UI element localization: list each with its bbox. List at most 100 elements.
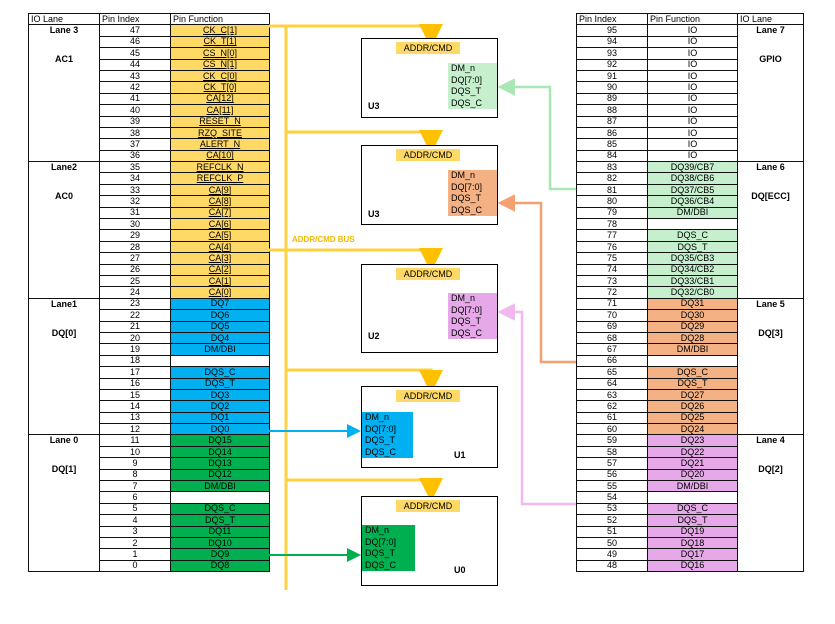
table-row: 45 CS_N[0] (29, 47, 270, 60)
column-header: IO Lane (28, 12, 100, 26)
pin-function-label: DQ11 (208, 526, 232, 537)
lane-group: AC1 (54, 54, 73, 65)
chip-u3-top: ADDR/CMD DM_n DQ[7:0] DQS_T DQS_C U3 (361, 38, 498, 118)
pin-function: DQS_T (170, 514, 270, 527)
pin-function-label: CA[0] (208, 287, 232, 298)
chip-name: U0 (454, 565, 466, 575)
pin-dqs-c: DQS_C (365, 446, 397, 457)
lane-name: Lane 0 (49, 435, 79, 446)
chip-name: U2 (368, 331, 380, 341)
pin-function-label: DQS_C (204, 503, 236, 514)
lane-name: Lane1 (50, 298, 77, 309)
pin-function-label: DQ3 (210, 389, 230, 400)
pin-function: IO (647, 47, 738, 60)
pin-function-label: CA[8] (208, 195, 232, 206)
pin-function: CA[12] (170, 92, 270, 106)
column-header: IO Lane (737, 12, 804, 26)
addr-cmd-label: ADDR/CMD (396, 149, 460, 161)
pin-function-label: DQS_T (204, 514, 235, 525)
pin-function-label: DQS_T (204, 378, 235, 389)
pin-function: REFCLK_P (170, 172, 270, 185)
pin-dqs-t: DQS_T (365, 548, 396, 558)
pin-function: DQ18 (647, 536, 738, 550)
table-row: 66 (576, 354, 804, 368)
pin-function-label: CA[4] (208, 241, 232, 252)
pin-function-label: DM/DBI (204, 480, 236, 491)
pin-index: 0 (99, 559, 171, 573)
pin-index: 95 (576, 24, 648, 37)
pin-index: 45 (99, 47, 171, 60)
pin-function-label: CA[11] (206, 104, 234, 115)
pin-function-label: DQS_C (204, 366, 236, 377)
pin-index: 47 (99, 24, 171, 37)
chip-name: U1 (454, 450, 466, 460)
pin-function-label: CS_N[0] (202, 47, 237, 58)
pin-dq: DQ[7:0] (451, 74, 483, 85)
pin-function: CK_T[1] (170, 35, 270, 49)
pin-dqs-t: DQS_T (451, 86, 482, 96)
pin-function: DQ17 (647, 548, 738, 561)
lane-name: Lane 6 (756, 162, 785, 173)
pin-function: CS_N[1] (170, 58, 270, 71)
pin-dm: DM_n (451, 63, 476, 73)
pin-function-label: RZQ_SITE (197, 127, 242, 138)
pin-function-label: CA[2] (208, 264, 232, 275)
pin-function-label: REFCLK_P (196, 173, 244, 184)
pin-dq: DQ[7:0] (365, 536, 397, 547)
pin-function-label: DQ6 (210, 309, 230, 320)
pin-function-label: DQ0 (210, 423, 230, 434)
lane-group: AC0 (54, 191, 73, 202)
pin-function-label: CS_N[1] (202, 59, 237, 70)
dq3-wire (497, 194, 576, 364)
pin-function: DQ35/CB3 (647, 252, 738, 265)
pin-function-label: CK_T[1] (203, 36, 237, 47)
pin-function: DM/DBI (170, 343, 270, 356)
lane-name: Lane 7 (756, 25, 785, 36)
pin-function-label: CK_T[0] (203, 82, 237, 93)
pin-index: 49 (576, 548, 648, 561)
addr-cmd-bus (269, 24, 443, 590)
pin-function: DQ0 (170, 423, 270, 436)
pin-function-label: CA[12] (206, 93, 234, 104)
chip-pins: DM_n DQ[7:0] DQS_T DQS_C (448, 293, 497, 339)
pin-function: CK_C[1] (170, 24, 270, 37)
chip-u0: ADDR/CMD DM_n DQ[7:0] DQS_T DQS_C U0 (361, 496, 498, 586)
pin-function: DQS_C (647, 502, 738, 516)
pin-dqs-c: DQS_C (365, 559, 397, 570)
lane-group: DQ[ECC] (751, 191, 790, 202)
pin-function-label: DQ5 (210, 321, 230, 332)
pin-function-label: CA[3] (208, 252, 232, 263)
pin-function-label: DQ8 (210, 560, 230, 571)
chip-pins: DM_n DQ[7:0] DQS_T DQS_C (362, 525, 415, 571)
chip-u2: ADDR/CMD DM_n DQ[7:0] DQS_T DQS_C U2 (361, 264, 498, 353)
